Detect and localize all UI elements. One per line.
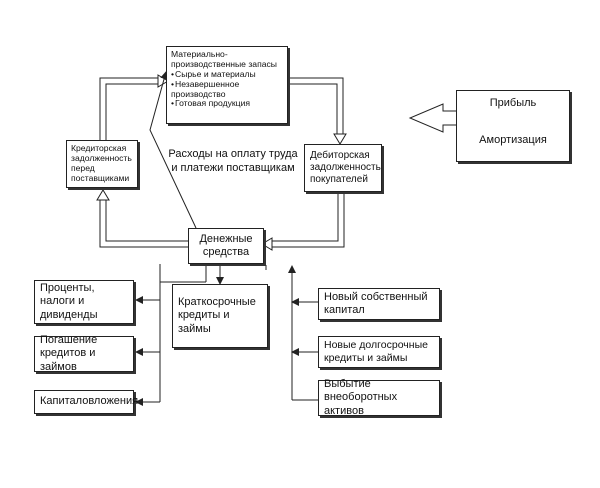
- payments-note: Расходы на оплату труда и платежи постав…: [168, 148, 298, 174]
- fixed-asset-disposal-label: Выбытие внеоборотных активов: [324, 378, 398, 417]
- capex-box: Капиталовложения: [34, 390, 139, 414]
- new-equity-box: Новый собственный капитал: [318, 288, 440, 320]
- receivables-label: Дебиторская задолженность покупателей: [310, 150, 381, 185]
- sources-connectors: [265, 265, 318, 401]
- loan-repayment-label: Погашение кредитов и займов: [40, 334, 98, 373]
- short-term-loans-label: Краткосрочные кредиты и займы: [178, 296, 256, 335]
- capex-label: Капиталовложения: [40, 395, 139, 408]
- profit-label: Прибыль: [489, 97, 537, 109]
- loan-repayment-box: Погашение кредитов и займов: [34, 334, 134, 373]
- inventory-items: Сырье и материалы Незавершенное производ…: [171, 69, 283, 110]
- fixed-asset-disposal-box: Выбытие внеоборотных активов: [318, 378, 440, 417]
- inventory-item-wip: Незавершенное производство: [171, 79, 283, 100]
- cycle-arrow-cash-to-payables: [96, 189, 188, 248]
- inventory-title: Материально-производственные запасы: [171, 49, 277, 69]
- receivables-box: Дебиторская задолженность покупателей: [304, 144, 382, 192]
- new-long-term-loans-label: Новые долгосрочные кредиты и займы: [324, 339, 428, 364]
- profit-depreciation-block: [456, 90, 570, 162]
- cash-label: Денежные средства: [199, 232, 253, 258]
- new-equity-label: Новый собственный капитал: [324, 290, 428, 316]
- inventory-box: Материально-производственные запасы Сырь…: [166, 46, 288, 124]
- new-long-term-loans-box: Новые долгосрочные кредиты и займы: [318, 336, 440, 368]
- depreciation-label: Амортизация: [479, 134, 547, 146]
- payables-box: Кредиторская задолженность перед поставщ…: [66, 140, 138, 188]
- cash-box: Денежные средства: [188, 228, 264, 264]
- cycle-arrow-payables-to-inventory: [99, 74, 169, 140]
- cycle-arrow-receivables-to-cash: [261, 192, 345, 251]
- inventory-item-finished: Готовая продукция: [171, 98, 283, 109]
- payables-label: Кредиторская задолженность перед поставщ…: [71, 143, 132, 183]
- payments-line: [149, 71, 197, 229]
- inventory-item-raw: Сырье и материалы: [171, 69, 283, 80]
- cycle-arrow-inventory-to-receivables: [288, 77, 347, 145]
- short-term-loans-box: Краткосрочные кредиты и займы: [172, 284, 268, 348]
- interest-taxes-dividends-label: Проценты, налоги и дивиденды: [40, 282, 98, 321]
- uses-connectors: [135, 264, 224, 406]
- interest-taxes-dividends-box: Проценты, налоги и дивиденды: [34, 280, 134, 324]
